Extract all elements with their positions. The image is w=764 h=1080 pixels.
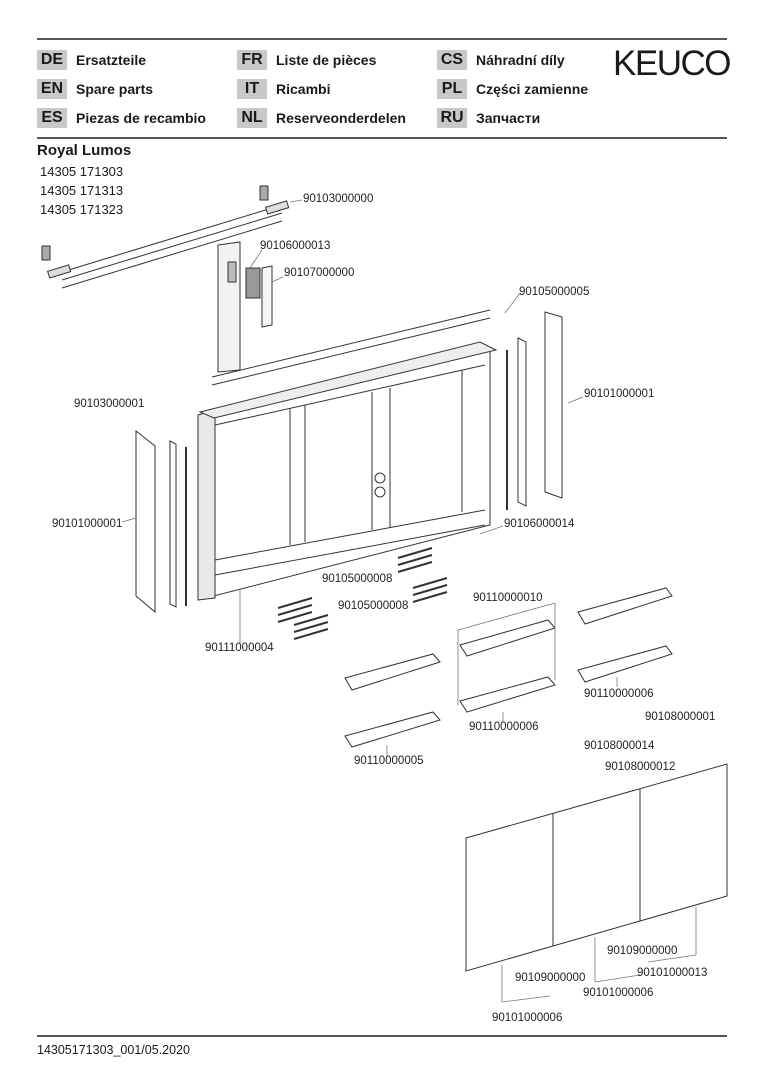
lang-code: DE [37, 50, 67, 70]
part-label: 90108000014 [584, 740, 655, 752]
lang-code: ES [37, 108, 67, 128]
lang-row-it: IT Ricambi [237, 78, 330, 100]
part-label: 90110000006 [469, 721, 539, 733]
lang-row-en: EN Spare parts [37, 78, 153, 100]
mirror-doors [465, 763, 728, 972]
header-bottom-rule [37, 137, 727, 139]
part-label: 90108000012 [605, 761, 676, 773]
lang-label: Części zamienne [476, 81, 589, 97]
lang-label: Piezas de recambio [76, 110, 206, 126]
article-number: 14305 171303 [40, 164, 124, 179]
side-panels [135, 311, 563, 614]
lang-label: Reserveonderdelen [276, 110, 406, 126]
lang-row-fr: FR Liste de pièces [237, 49, 376, 71]
part-label: 90105000005 [519, 286, 590, 298]
part-label: 90105000008 [322, 573, 393, 585]
part-label: 90101000001 [584, 388, 655, 400]
part-label: 90106000013 [260, 240, 331, 252]
leader-lines [121, 199, 697, 1003]
part-label: 90110000005 [354, 755, 424, 767]
header-top-rule [37, 38, 727, 40]
lang-code: CS [437, 50, 467, 70]
part-label: 90101000013 [637, 967, 708, 979]
part-label: 90103000000 [303, 193, 374, 205]
lang-code: PL [437, 79, 467, 99]
part-label: 90106000014 [504, 518, 575, 530]
document-id: 14305171303_001/05.2020 [37, 1043, 190, 1057]
lang-code: RU [437, 108, 467, 128]
lang-label: Liste de pièces [276, 52, 377, 68]
light-strips [277, 547, 448, 640]
part-label: 90109000000 [607, 945, 678, 957]
article-number: 14305 171323 [40, 202, 124, 217]
part-label: 90109000000 [515, 972, 586, 984]
part-label: 90105000008 [338, 600, 409, 612]
lang-row-es: ES Piezas de recambio [37, 107, 206, 129]
lang-row-cs: CS Náhradní díly [437, 49, 565, 71]
lang-row-de: DE Ersatzteile [37, 49, 146, 71]
part-label: 90101000001 [52, 518, 123, 530]
lang-row-pl: PL Części zamienne [437, 78, 588, 100]
part-label: 90101000006 [583, 987, 654, 999]
part-label: 90110000010 [473, 592, 543, 604]
lang-label: Ricambi [276, 81, 331, 97]
article-number: 14305 171313 [40, 183, 124, 198]
lang-code: NL [237, 108, 267, 128]
wall-rail [41, 185, 290, 289]
part-label: 90101000006 [492, 1012, 563, 1024]
lang-label: Náhradní díly [476, 52, 565, 68]
brand-logo: KEUCO [613, 44, 731, 83]
lang-code: FR [237, 50, 267, 70]
lang-code: EN [37, 79, 67, 99]
lang-code: IT [237, 79, 267, 99]
part-label: 90110000006 [584, 688, 654, 700]
lang-label: Запчасти [476, 110, 541, 126]
product-name: Royal Lumos [37, 142, 132, 159]
lang-row-ru: RU Запчасти [437, 107, 540, 129]
control-plate [211, 241, 491, 386]
lang-label: Ersatzteile [76, 52, 147, 68]
part-label: 90107000000 [284, 267, 355, 279]
footer-rule [37, 1035, 727, 1037]
part-label: 90108000001 [645, 711, 716, 723]
lang-label: Spare parts [76, 81, 154, 97]
part-label: 90111000004 [205, 642, 274, 654]
lang-row-nl: NL Reserveonderdelen [237, 107, 406, 129]
part-label: 90103000001 [74, 398, 145, 410]
cabinet-body [197, 341, 498, 601]
